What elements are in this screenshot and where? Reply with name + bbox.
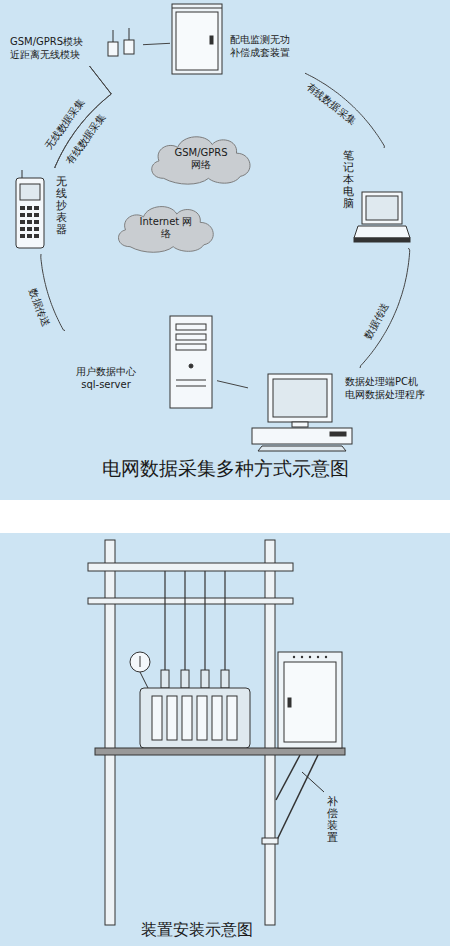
handheld-icon xyxy=(16,170,44,248)
edge-label: 有线数据采集 xyxy=(301,79,360,129)
wires xyxy=(165,571,225,670)
leader-line xyxy=(302,772,324,792)
transformer xyxy=(130,652,250,748)
module-node: GSM/GPRS模块 近距离无线模块 xyxy=(8,30,143,66)
node-label: 笔记本电脑 xyxy=(343,150,354,210)
edge-label: 数据传送 xyxy=(25,285,53,331)
server-icon xyxy=(170,316,212,408)
edge-label: 数据传送 xyxy=(360,298,393,343)
node-label: Internet 网络 xyxy=(139,216,194,240)
platform xyxy=(95,748,345,755)
diagram-caption: 装置安装示意图 xyxy=(0,920,422,941)
cabinet-icon xyxy=(172,4,222,74)
pole-structure xyxy=(88,540,293,925)
panel-ground xyxy=(0,533,450,946)
handheld-node: 无线抄表器 xyxy=(12,168,74,254)
laptop-icon xyxy=(354,192,410,242)
node-label: 无线抄表器 xyxy=(56,176,67,236)
panel-ground xyxy=(0,0,450,500)
node-label: 用户数据中心 sql-server xyxy=(70,366,142,391)
diagram-title: 电网数据采集多种方式示意图 xyxy=(0,456,450,482)
cloud-node: GSM/GPRS 网络 xyxy=(145,130,257,188)
compensation-cabinet xyxy=(278,652,342,748)
node-label: 数据处理端PC机 电网数据处理程序 xyxy=(345,376,427,401)
pc-icon xyxy=(252,374,352,451)
cloud-node: Internet 网络 xyxy=(112,200,220,256)
pc-node: 数据处理端PC机 电网数据处理程序 xyxy=(248,368,446,454)
node-label: 配电监测无功 补偿成套装置 xyxy=(230,34,296,59)
server-node: 用户数据中心 sql-server xyxy=(65,312,217,414)
part-label: 补偿装置 xyxy=(327,796,338,844)
connector xyxy=(217,381,248,388)
connector xyxy=(143,43,170,44)
module-icon xyxy=(108,28,134,56)
node-label: GSM/GPRS模块 近距离无线模块 xyxy=(10,36,90,61)
laptop-node: 笔记本电脑 xyxy=(338,148,414,248)
bracket xyxy=(262,755,318,844)
connector xyxy=(360,248,410,368)
node-label: GSM/GPRS 网络 xyxy=(174,147,229,171)
cabinet-node: 配电监测无功 补偿成套装置 xyxy=(170,2,305,78)
